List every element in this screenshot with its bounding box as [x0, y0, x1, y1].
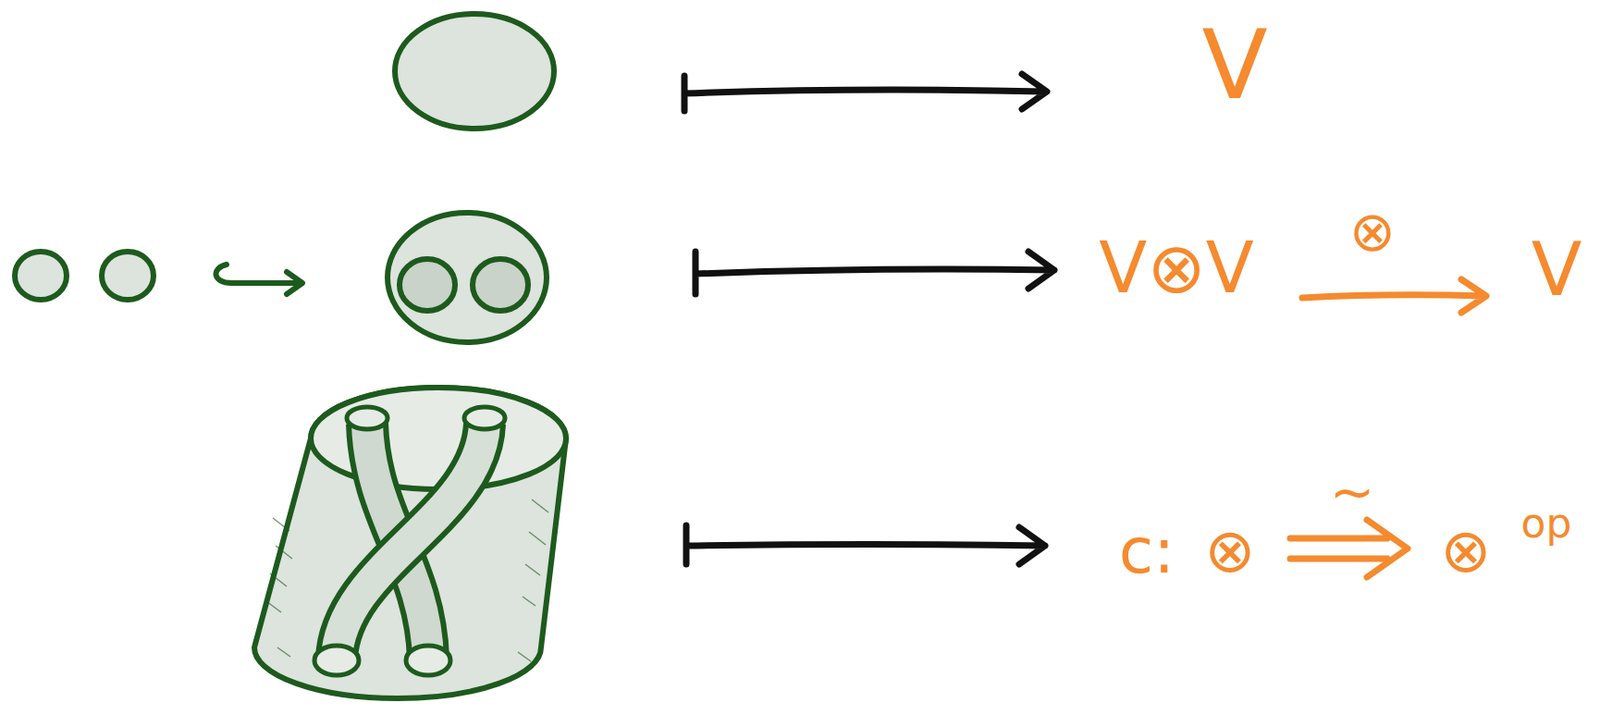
object-label: V	[1201, 16, 1268, 113]
maps-to-arrow	[684, 73, 1055, 565]
tube-end	[314, 645, 359, 676]
functor-label: ⊗	[1204, 520, 1256, 582]
cylinder	[254, 387, 567, 699]
functor-label: ⊗	[1440, 520, 1491, 582]
op-superscript: op	[1521, 503, 1573, 544]
tube-end	[346, 406, 388, 430]
small-disk	[14, 251, 67, 300]
inclusion-arrow	[216, 264, 303, 295]
hole	[399, 258, 456, 311]
tube-end	[406, 645, 451, 676]
object-label: V	[1531, 233, 1583, 308]
braiding-name: c:	[1119, 519, 1175, 583]
hole	[472, 258, 529, 311]
iso-tilde: ~	[1329, 465, 1376, 519]
tube-end	[464, 406, 505, 430]
disk-with-holes	[387, 212, 547, 343]
disk	[394, 13, 554, 129]
small-disk	[101, 251, 154, 300]
braid-tubes	[336, 423, 485, 659]
morphism-label: ⊗	[1349, 203, 1396, 259]
tensor-product: V⊗V	[1098, 233, 1255, 304]
